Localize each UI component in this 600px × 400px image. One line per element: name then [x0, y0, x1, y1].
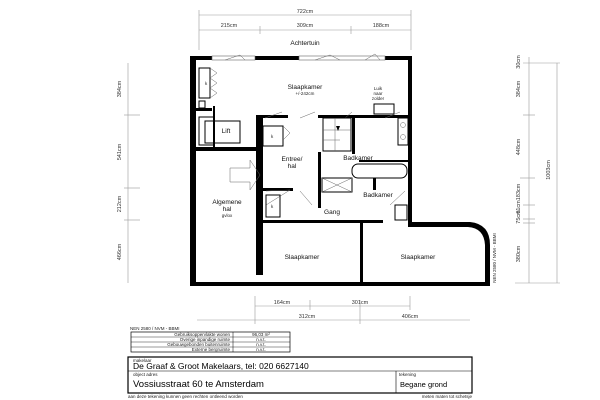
dim-bottom-2: 301cm — [352, 300, 369, 306]
room-hal-3: gvlox — [222, 213, 233, 218]
dim-right-2: 384cm — [516, 80, 522, 97]
area-row-value: n.v.t. — [256, 347, 265, 352]
room-slaapkamer-top: Slaapkamer — [288, 84, 324, 91]
dim-right-6: 61cm — [516, 200, 522, 214]
area-row-value: 96,03 m² — [252, 332, 270, 337]
stair-arrow-icon — [336, 126, 340, 131]
dim-right-1: 30cm — [516, 55, 522, 69]
hatch-label-2: naar — [373, 91, 383, 96]
room-hal-1: Algemene — [212, 199, 242, 206]
cabinet-k-1: k — [205, 81, 208, 86]
room-height: +/-242cm — [296, 91, 315, 96]
room-badkamer-2: Badkamer — [363, 192, 393, 199]
room-lift: Lift — [222, 128, 231, 135]
doors-windows — [198, 53, 409, 221]
area-table: NEN 2580 / NVM - BBMI Gebruiksoppervlakt… — [130, 326, 291, 353]
top-dimensions: 722cm 215cm 309cm 188cm — [198, 9, 412, 50]
dim-right-7: 380cm — [516, 245, 522, 262]
cabinet-k-2: k — [271, 134, 274, 139]
dim-bottom-1: 164cm — [274, 300, 291, 306]
right-dimensions: 30cm 384cm 448cm 183cm 75cm 61cm 380cm 1… — [515, 55, 560, 284]
dim-bottom-3: 312cm — [299, 314, 316, 320]
dim-top-total: 722cm — [297, 9, 314, 15]
drawing-caption: tekening — [399, 372, 417, 377]
dim-top-1: 215cm — [221, 23, 238, 29]
area-row-label: Gebouwgebonden buitenruimte — [167, 342, 230, 347]
dim-right-total: 1003cm — [546, 160, 552, 180]
staircase-icon — [322, 117, 352, 152]
area-row-value: n.v.t. — [256, 342, 265, 347]
area-standard: NEN 2580 / NVM - BBMI — [130, 326, 180, 331]
dim-right-3: 448cm — [516, 138, 522, 155]
attic-hatch — [373, 103, 395, 115]
dim-right-4: 183cm — [516, 183, 522, 200]
disclaimer: aan deze tekening kunnen geen rechten on… — [128, 394, 243, 399]
drawing-name: Begane grond — [400, 380, 447, 389]
cabinet-k-3: k — [271, 204, 274, 209]
scale-note: meten maten tot schetsje — [422, 394, 473, 399]
label-achtertuin: Achtertuin — [290, 40, 320, 47]
hatch-label-3: zolder — [372, 96, 385, 101]
room-hal-2: hal — [223, 206, 232, 213]
object-address: Vossiusstraat 60 te Amsterdam — [133, 379, 264, 390]
room-badkamer-1: Badkamer — [343, 155, 373, 162]
room-entree-1: Entree/ — [282, 156, 303, 163]
room-entree-2: hal — [288, 163, 297, 170]
dim-right-5: 75cm — [516, 210, 522, 224]
dim-top-2: 309cm — [297, 23, 314, 29]
lift-shaft — [198, 116, 215, 146]
address-caption: object adres — [133, 372, 158, 377]
dim-left-1: 384cm — [117, 80, 123, 97]
side-note: NEN 2580 / NVM - BBMI — [492, 233, 497, 283]
dim-top-3: 188cm — [373, 23, 390, 29]
bathtub — [351, 163, 408, 179]
dim-left-2: 541cm — [117, 143, 123, 160]
room-slaapkamer-left: Slaapkamer — [285, 254, 321, 261]
room-slaapkamer-right: Slaapkamer — [401, 254, 437, 261]
area-row-value: n.v.t. — [256, 337, 265, 342]
dim-bottom-5: 406cm — [402, 314, 419, 320]
area-row-label: Externe bergruimte — [192, 347, 231, 352]
agent-name: De Graaf & Groot Makelaars, tel: 020 662… — [133, 361, 309, 371]
room-labels: Slaapkamer +/-242cm Luik naar zolder Lif… — [205, 81, 436, 261]
dim-left-3: 212cm — [117, 195, 123, 212]
bottom-dimensions: 164cm 301cm 312cm 301cm 406cm — [197, 296, 470, 324]
hatch-label-1: Luik — [374, 86, 383, 91]
area-row-label: Overige inpandige ruimte — [180, 337, 231, 342]
left-dimensions: 384cm 541cm 212cm 466cm — [117, 63, 140, 283]
walls — [190, 56, 490, 286]
title-block: makelaar De Graaf & Groot Makelaars, tel… — [127, 356, 473, 399]
area-row-label: Gebruiksoppervlakte wonen — [174, 332, 230, 337]
dim-left-4: 466cm — [117, 243, 123, 260]
agent-caption: makelaar — [133, 358, 152, 363]
room-gang: Gang — [324, 209, 340, 216]
